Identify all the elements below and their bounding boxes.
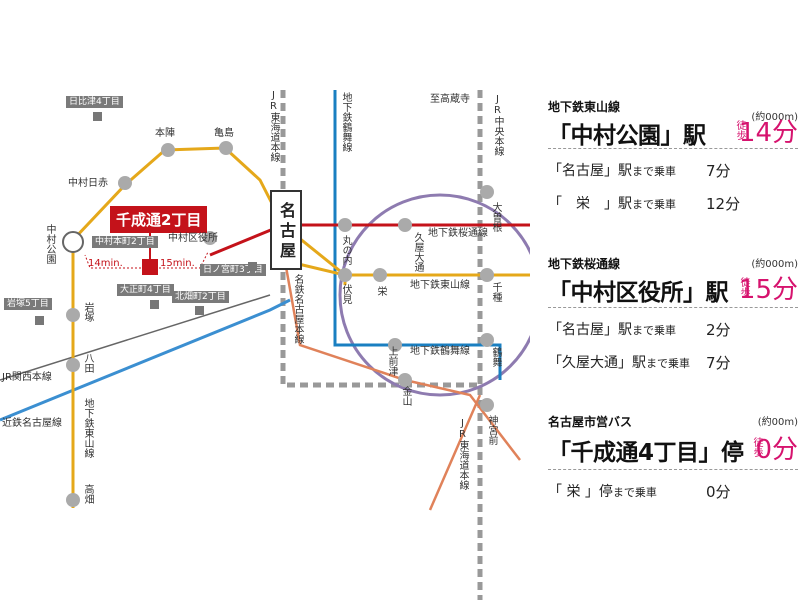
access-panel: 地下鉄東山線 (約000m) 「中村公園」駅 徒歩 14分 「名古屋」駅まで乗車… (540, 0, 800, 600)
label-jr-chuo: JR中央本線 (492, 94, 503, 156)
label-kameshima: 亀島 (214, 128, 234, 139)
ride-time: 7分 (706, 354, 731, 372)
kansai-line (0, 298, 291, 422)
label-meitetsu: 名鉄名古屋本線 (292, 274, 303, 344)
ride-suffix: まで乗車 (632, 198, 676, 211)
section-walk: 徒歩 (751, 437, 762, 457)
ride-row: 「 栄 」停まで乗車 0分 (548, 481, 778, 501)
ride-row: 「 栄 」駅まで乗車 12分 (548, 193, 778, 213)
ride-suffix: まで乗車 (632, 324, 676, 337)
section-minutes: 0分 (755, 435, 798, 465)
section-line-name: 名古屋市営バス (548, 415, 633, 429)
district-kitamura: 北畑町2丁目 (172, 291, 229, 303)
section-minutes: 15分 (738, 275, 798, 305)
district-marker (150, 300, 159, 309)
label-iwatsuka: 岩塚 (82, 302, 93, 322)
section-station: 「中村公園」駅 (548, 123, 706, 149)
label-nakamura-kuyakusho: 中村区役所 (168, 233, 218, 244)
ride-time: 2分 (706, 321, 731, 339)
section-line-name: 地下鉄東山線 (548, 100, 621, 114)
label-hisaya-odori: 久屋大通 (412, 232, 423, 272)
section-divider (548, 307, 798, 308)
section-station: 「中村区役所」駅 (548, 280, 729, 306)
tsurumai-line (333, 90, 502, 380)
ride-suffix: まで乗車 (646, 357, 690, 370)
section-walk: 徒歩 (734, 120, 745, 140)
ride-row: 「久屋大通」駅まで乗車 7分 (548, 352, 778, 372)
site-label: 千成通2丁目 (110, 206, 208, 233)
nagoya-station-box: 名古屋 (270, 190, 302, 270)
ride-suffix: まで乗車 (612, 486, 657, 499)
ride-destination: 「 栄 」停 (548, 484, 613, 500)
label-nakamura-koen: 中村公園 (44, 224, 55, 264)
meijo-line (338, 193, 530, 397)
label-hatta: 八田 (82, 353, 93, 373)
district-marker (93, 112, 102, 121)
access-section-sakuradori: 地下鉄桜通線 (約000m) 「中村区役所」駅 徒歩 15分 「名古屋」駅まで乗… (548, 255, 798, 380)
ride-row: 「名古屋」駅まで乗車 2分 (548, 319, 778, 339)
section-line-name: 地下鉄桜通線 (548, 257, 621, 271)
district-marker (195, 306, 204, 315)
section-divider (548, 469, 798, 470)
label-takabata: 高畑 (82, 484, 93, 504)
section-station: 「千成通4丁目」停 (548, 440, 744, 466)
label-jr-tokaido-upper: JR東海道本線 (268, 90, 279, 162)
label-nakamura-nisseki: 中村日赤 (68, 178, 108, 189)
ride-time: 12分 (706, 195, 741, 213)
section-walk: 徒歩 (738, 277, 749, 297)
section-approx: (約00m) (757, 417, 798, 428)
section-approx: (約000m) (751, 112, 798, 123)
ride-suffix: まで乗車 (632, 165, 676, 178)
label-marunouchi: 丸の内 (340, 235, 351, 265)
label-sakuradori: 地下鉄桜通線 (428, 228, 488, 239)
label-higashiyama-vert: 地下鉄東山線 (82, 398, 93, 458)
nagoya-label: 名古屋 (277, 202, 296, 262)
station-dots (66, 141, 494, 507)
label-higashiyama: 地下鉄東山線 (410, 280, 470, 291)
district-taishocho: 大正町4丁目 (117, 284, 174, 296)
label-ozone: 大曽根 (490, 202, 501, 232)
label-sakae: 栄 (375, 286, 386, 296)
label-honjin: 本陣 (155, 128, 175, 139)
ride-destination: 「 栄 」駅 (548, 196, 632, 212)
section-minutes: 14分 (738, 118, 798, 148)
label-chikusa: 千種 (490, 282, 501, 302)
label-tsurumai: 鶴舞 (490, 347, 501, 367)
section-approx: (約000m) (751, 259, 798, 270)
label-tsurumai-h: 地下鉄鶴舞線 (410, 346, 470, 357)
district-marker (35, 316, 44, 325)
district-marker (248, 262, 257, 271)
walk-right-label: 15min. (160, 258, 195, 269)
label-kintetsu: 近鉄名古屋線 (2, 418, 62, 429)
ride-row: 「名古屋」駅まで乗車 7分 (548, 160, 778, 180)
label-kanayama: 金山 (400, 386, 411, 406)
district-nakamura-honmachi: 中村本町2丁目 (92, 236, 158, 248)
access-section-bus: 名古屋市営バス (約00m) 「千成通4丁目」停 徒歩 0分 「 栄 」停まで乗… (548, 413, 798, 513)
label-jr-kansai: JR関西本線 (2, 372, 52, 383)
route-lines (0, 90, 530, 600)
ride-destination: 「名古屋」駅 (548, 322, 632, 338)
nakamura-koen-station (62, 231, 84, 253)
walk-arrow-left (84, 254, 145, 269)
ride-destination: 「名古屋」駅 (548, 163, 632, 179)
kintetsu-line (0, 294, 271, 381)
walk-left-label: 14min. (88, 258, 123, 269)
section-divider (548, 148, 798, 149)
ride-time: 0分 (706, 483, 731, 501)
district-iwatsuka5: 岩塚5丁目 (4, 298, 52, 310)
ride-time: 7分 (706, 162, 731, 180)
access-section-higashiyama: 地下鉄東山線 (約000m) 「中村公園」駅 徒歩 14分 「名古屋」駅まで乗車… (548, 98, 798, 223)
label-to-takakura: 至高蔵寺 (430, 94, 470, 105)
label-jr-tokaido-lower: JR東海道本線 (457, 418, 468, 490)
label-subway-tsurumai: 地下鉄鶴舞線 (340, 92, 351, 152)
label-kami-maezu: 上前津 (386, 346, 397, 376)
ride-destination: 「久屋大通」駅 (548, 355, 646, 371)
label-jingu-mae: 神宮前 (486, 415, 497, 445)
site-marker (142, 259, 158, 275)
route-map: 名古屋 千成通2丁目 14min. 15min. 本陣 亀島 中村日赤 中村公園… (0, 90, 530, 600)
label-fushimi: 伏見 (340, 284, 351, 304)
district-hibitsu: 日比津4丁目 (66, 96, 123, 108)
